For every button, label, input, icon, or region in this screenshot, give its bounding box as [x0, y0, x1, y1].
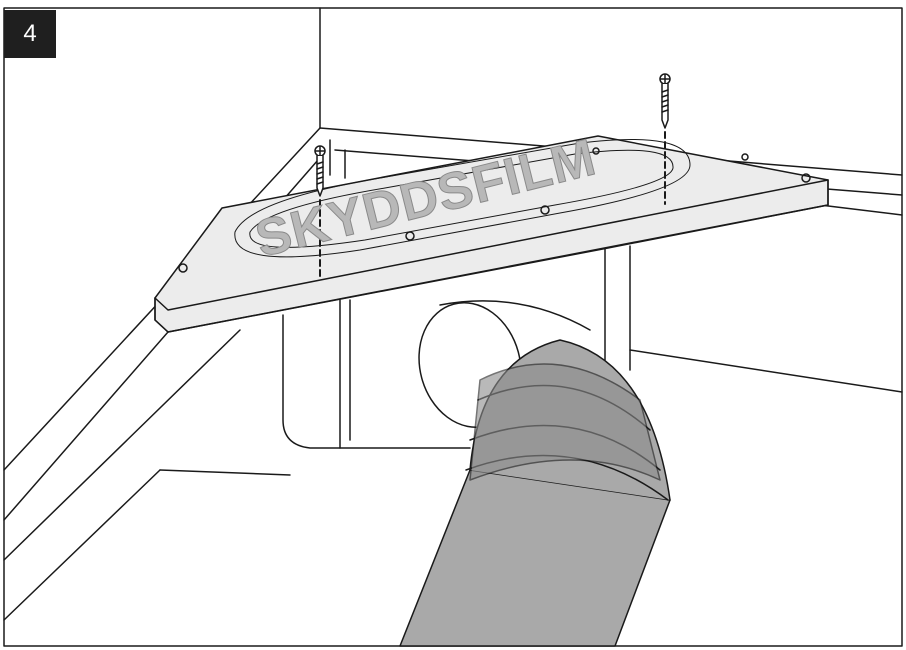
recess-lines [329, 139, 346, 179]
mounting-hole [405, 231, 415, 241]
floor-line-front [159, 469, 291, 476]
floor-line-left [3, 329, 241, 561]
drain-plate-edge [154, 179, 829, 333]
pipe-coupling [469, 363, 661, 481]
drain-pipe [399, 469, 671, 647]
mounting-hole [178, 263, 188, 273]
grate-inner-outline [249, 149, 674, 248]
right-wall-edge [819, 204, 903, 216]
drain-body-front [339, 299, 471, 449]
screw-icon [314, 145, 326, 277]
drain-plate-front-edge [154, 179, 829, 311]
floor-line-right [629, 349, 903, 393]
mounting-hole [592, 147, 600, 155]
grate-outline [234, 139, 691, 258]
mounting-hole [741, 153, 749, 161]
drain-body-left [282, 314, 341, 449]
outlet-stub-top [439, 300, 591, 331]
step-number-badge: 4 [4, 10, 56, 58]
drain-body-right [604, 245, 631, 371]
screw-icon [659, 73, 671, 205]
mounting-hole [540, 205, 550, 215]
floor-line-left-2 [3, 469, 161, 621]
mounting-hole [801, 173, 811, 183]
